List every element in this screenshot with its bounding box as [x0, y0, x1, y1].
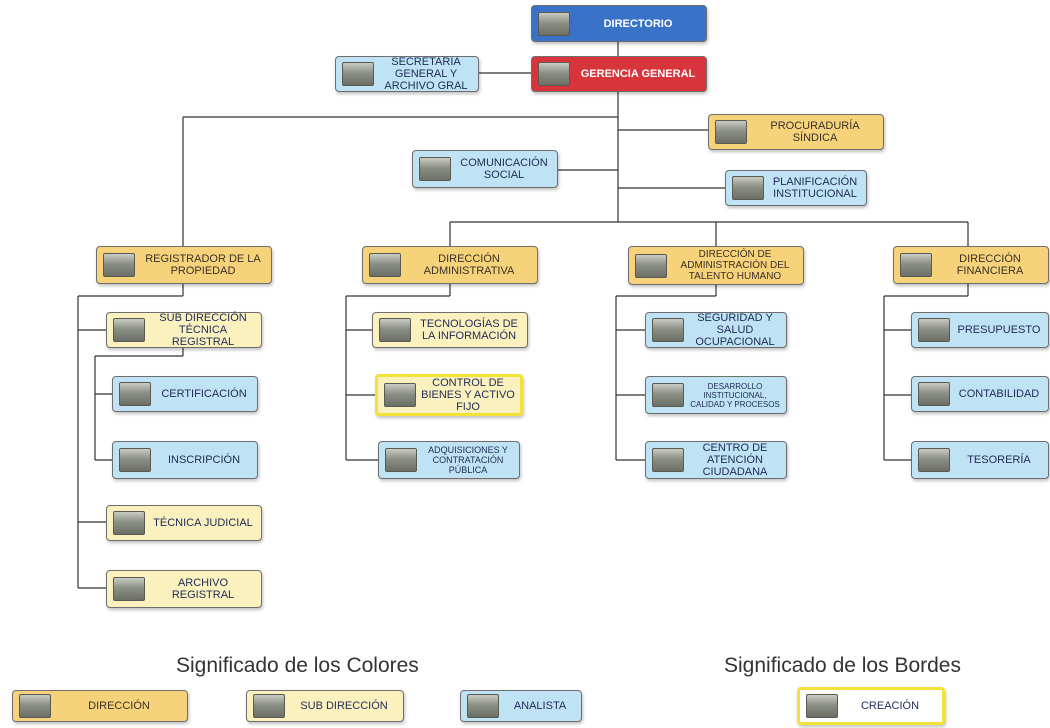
node-label: PRESUPUESTO — [957, 324, 1041, 336]
legend-direccion-label: DIRECCIÓN — [88, 700, 150, 712]
node-thumbnail — [652, 383, 684, 407]
node-direccion-talento-humano: DIRECCIÓN DE ADMINISTRACIÓN DEL TALENTO … — [628, 246, 804, 285]
node-registrador-propiedad: REGISTRADOR DE LA PROPIEDAD — [96, 246, 272, 284]
node-thumbnail — [113, 511, 145, 535]
node-label: ARCHIVO REGISTRAL — [171, 577, 235, 601]
node-tecnologias-informacion: TECNOLOGÍAS DE LA INFORMACIÓN — [372, 312, 528, 348]
legend-colors-title: Significado de los Colores — [176, 654, 419, 677]
node-thumbnail — [19, 694, 51, 718]
node-label: CERTIFICACIÓN — [161, 388, 247, 400]
node-label: TÉCNICA JUDICIAL — [153, 517, 253, 529]
node-comunicacion-social: COMUNICACIÓN SOCIAL — [412, 150, 558, 188]
node-tesoreria: TESORERÍA — [911, 441, 1049, 479]
node-label: SEGURIDAD Y SALUD OCUPACIONAL — [695, 312, 775, 348]
node-certificacion: CERTIFICACIÓN — [112, 376, 258, 412]
legend-analista: ANALISTA — [460, 690, 582, 722]
node-thumbnail — [385, 448, 417, 472]
node-label: TECNOLOGÍAS DE LA INFORMACIÓN — [420, 318, 518, 342]
node-thumbnail — [369, 253, 401, 277]
node-thumbnail — [715, 120, 747, 144]
node-thumbnail — [419, 157, 451, 181]
node-thumbnail — [538, 11, 570, 36]
node-thumbnail — [918, 448, 950, 472]
node-procuraduria-sindica: PROCURADURÍA SÍNDICA — [708, 114, 884, 150]
node-adquisiciones-contratacion: ADQUISICIONES Y CONTRATACIÓN PÚBLICA — [378, 441, 520, 479]
node-thumbnail — [467, 694, 499, 718]
node-label: INSCRIPCIÓN — [167, 454, 241, 466]
node-label: DIRECTORIO — [603, 17, 673, 30]
node-label: REGISTRADOR DE LA PROPIEDAD — [145, 253, 261, 277]
legend-sub-direccion: SUB DIRECCIÓN — [246, 690, 404, 722]
node-gerencia-general: GERENCIA GENERAL — [531, 56, 707, 92]
legend-borders-title: Significado de los Bordes — [724, 654, 961, 677]
node-contabilidad: CONTABILIDAD — [911, 376, 1049, 412]
node-thumbnail — [384, 383, 416, 407]
node-thumbnail — [918, 382, 950, 406]
node-secretaria-general: SECRETARIA GENERAL Y ARCHIVO GRAL — [335, 56, 479, 92]
legend-direccion: DIRECCIÓN — [12, 690, 188, 722]
legend-sub-direccion-label: SUB DIRECCIÓN — [300, 700, 388, 712]
node-centro-atencion-ciudadana: CENTRO DE ATENCIÓN CIUDADANA — [645, 441, 787, 479]
node-label: DESARROLLO INSTITUCIONAL, CALIDAD Y PROC… — [690, 381, 780, 409]
node-direccion-financiera: DIRECCIÓN FINANCIERA — [893, 246, 1049, 284]
node-label: SUB DIRECCIÓN TÉCNICA REGISTRAL — [159, 312, 247, 348]
node-sub-direccion-tecnica-registral: SUB DIRECCIÓN TÉCNICA REGISTRAL — [106, 312, 262, 348]
node-label: CENTRO DE ATENCIÓN CIUDADANA — [702, 442, 768, 478]
node-label: CONTABILIDAD — [958, 388, 1040, 400]
node-tecnica-judicial: TÉCNICA JUDICIAL — [106, 505, 262, 541]
node-thumbnail — [652, 318, 684, 342]
node-label: PROCURADURÍA SÍNDICA — [770, 120, 860, 144]
node-thumbnail — [119, 382, 151, 406]
node-label: GERENCIA GENERAL — [580, 68, 696, 80]
node-label: CONTROL DE BIENES Y ACTIVO FIJO — [421, 377, 515, 413]
node-archivo-registral: ARCHIVO REGISTRAL — [106, 570, 262, 608]
legend-analista-label: ANALISTA — [513, 700, 567, 712]
node-thumbnail — [538, 62, 570, 86]
node-control-bienes-activo-fijo: CONTROL DE BIENES Y ACTIVO FIJO — [375, 374, 523, 416]
node-presupuesto: PRESUPUESTO — [911, 312, 1049, 348]
node-label: PLANIFICACIÓN INSTITUCIONAL — [772, 176, 858, 200]
node-label: ADQUISICIONES Y CONTRATACIÓN PÚBLICA — [428, 445, 508, 475]
node-thumbnail — [253, 694, 285, 718]
node-thumbnail — [900, 253, 932, 277]
node-thumbnail — [119, 448, 151, 472]
legend-creacion: CREACIÓN — [797, 687, 945, 725]
node-desarrollo-institucional: DESARROLLO INSTITUCIONAL, CALIDAD Y PROC… — [645, 376, 787, 414]
node-thumbnail — [806, 694, 838, 718]
node-planificacion-institucional: PLANIFICACIÓN INSTITUCIONAL — [725, 170, 867, 206]
node-label: COMUNICACIÓN SOCIAL — [460, 157, 548, 181]
node-thumbnail — [652, 448, 684, 472]
node-directorio: DIRECTORIO — [531, 5, 707, 42]
legend-creacion-label: CREACIÓN — [860, 700, 920, 712]
node-label: SECRETARIA GENERAL Y ARCHIVO GRAL — [384, 56, 468, 92]
node-thumbnail — [113, 318, 145, 342]
node-thumbnail — [103, 253, 135, 277]
node-thumbnail — [113, 577, 145, 601]
node-label: DIRECCIÓN ADMINISTRATIVA — [423, 253, 515, 277]
node-thumbnail — [732, 176, 764, 200]
node-label: DIRECCIÓN FINANCIERA — [956, 253, 1024, 277]
node-label: TESORERÍA — [967, 454, 1031, 466]
node-direccion-administrativa: DIRECCIÓN ADMINISTRATIVA — [362, 246, 538, 284]
node-thumbnail — [379, 318, 411, 342]
node-seguridad-salud-ocupacional: SEGURIDAD Y SALUD OCUPACIONAL — [645, 312, 787, 348]
node-inscripcion: INSCRIPCIÓN — [112, 441, 258, 479]
node-thumbnail — [918, 318, 950, 342]
node-label: DIRECCIÓN DE ADMINISTRACIÓN DEL TALENTO … — [680, 249, 790, 282]
node-thumbnail — [635, 253, 667, 278]
node-thumbnail — [342, 62, 374, 86]
